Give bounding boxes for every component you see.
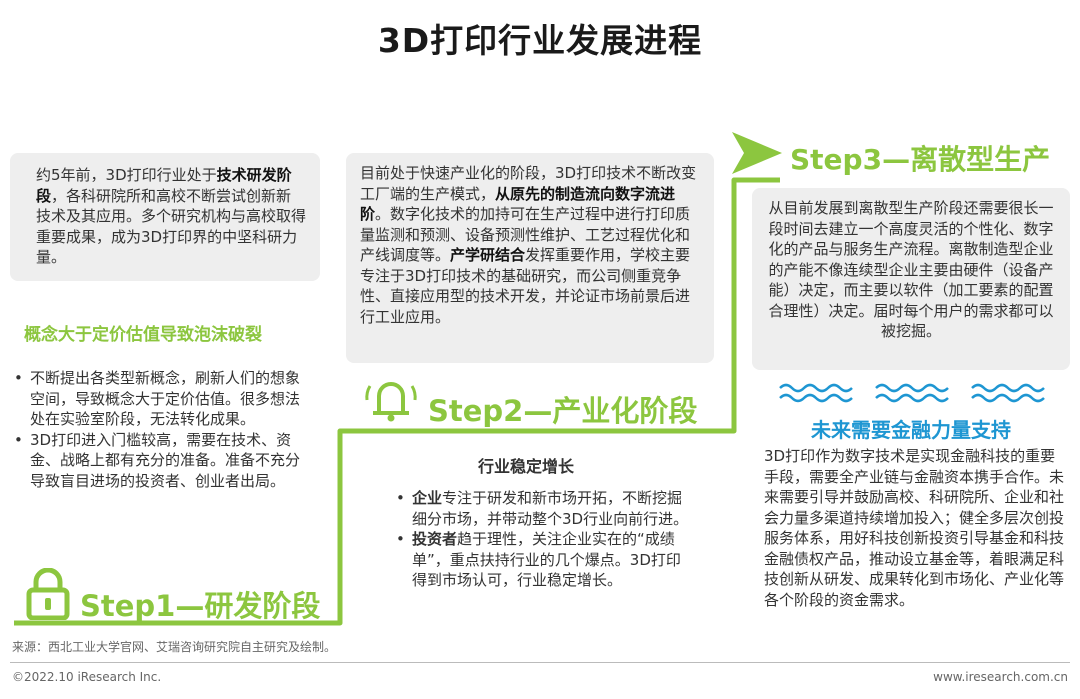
highlight-text: 产学研结合 <box>450 246 526 264</box>
step2-subhead: 行业稳定增长 <box>477 457 574 476</box>
list-item: 不断提出各类型新概念，刷新人们的想象空间，导致概念大于定价估值。很多想法处在实验… <box>10 368 310 430</box>
highlight-text: 技术研发阶段 <box>36 166 292 205</box>
highlight-text: 企业 <box>412 489 443 507</box>
step2-text: 目前处于快速产业化的阶段，3D打印技术不断改变工厂端的生产模式，从原先的制造流向… <box>360 164 696 326</box>
highlight-text: 投资者 <box>412 530 458 548</box>
step1-bullets: 不断提出各类型新概念，刷新人们的想象空间，导致概念大于定价估值。很多想法处在实验… <box>10 368 310 491</box>
highlight-text: 从原先的制造流向数字流进阶 <box>360 184 676 224</box>
step2-label: Step2—产业化阶段 <box>428 394 698 428</box>
copyright: ©2022.10 iResearch Inc. <box>12 670 162 684</box>
list-item: 投资者趋于理性，关注企业实在的“成绩单”，重点扶持行业的几个爆点。3D打印得到市… <box>392 529 692 591</box>
step1-box: 约5年前，3D打印行业处于技术研发阶段，各科研院所和高校不断尝试创新新技术及其应… <box>10 153 320 281</box>
step1-text: 约5年前，3D打印行业处于技术研发阶段，各科研院所和高校不断尝试创新新技术及其应… <box>36 166 306 266</box>
step2-box: 目前处于快速产业化的阶段，3D打印技术不断改变工厂端的生产模式，从原先的制造流向… <box>346 153 714 363</box>
step3-subhead: 未来需要金融力量支持 <box>811 418 1011 442</box>
step1-subhead: 概念大于定价估值导致泡沫破裂 <box>24 325 262 345</box>
step3-box: 从目前发展到离散型生产阶段还需要很长一段时间去建立一个高度灵活的个性化、数字化的… <box>752 188 1070 370</box>
list-item: 3D打印进入门槛较高，需要在技术、资金、战略上都有充分的准备。准备不充分导致盲目… <box>10 430 310 492</box>
body-text: ，各科研院所和高校不断尝试创新新技术及其应用。多个研究机构与高校取得重要成果，成… <box>36 186 307 267</box>
page-title: 3D打印行业发展进程 <box>377 21 703 60</box>
step3-label: Step3—离散型生产 <box>790 143 1051 176</box>
step3-text: 从目前发展到离散型生产阶段还需要很长一段时间去建立一个高度灵活的个性化、数字化的… <box>768 199 1054 340</box>
list-item: 企业专注于研发和新市场开拓，不断挖掘细分市场，并带动整个3D行业向前行进。 <box>392 488 692 529</box>
lock-icon <box>26 567 70 621</box>
arrow-icon <box>730 130 784 176</box>
step1-label: Step1—研发阶段 <box>80 589 321 623</box>
body-text: 趋于理性，关注企业实在的“成绩单”，重点扶持行业的几个爆点。3D打印得到市场认可… <box>412 530 681 589</box>
body-text: 目前处于快速产业化的阶段，3D打印技术不断改变工厂端的生产模式， <box>360 164 697 203</box>
body-text: 发挥重要作用，学校主要专注于3D打印技术的基础研究，而公司侧重竞争性、直接应用型… <box>360 246 691 326</box>
source-note: 来源：西北工业大学官网、艾瑞咨询研究院自主研究及绘制。 <box>12 640 337 654</box>
body-text: 专注于研发和新市场开拓，不断挖掘细分市场，并带动整个3D行业向前行进。 <box>412 489 689 528</box>
website-link[interactable]: www.iresearch.com.cn <box>933 670 1068 684</box>
waves-icon <box>778 380 1058 406</box>
step3-body: 3D打印作为数字技术是实现金融科技的重要手段，需要全产业链与金融资本携手合作。未… <box>764 447 1065 609</box>
body-text: 。数字化技术的加持可在生产过程中进行打印质量监测和预测、设备预测性维护、工艺过程… <box>360 205 691 264</box>
body-text: 约5年前，3D打印行业处于 <box>36 166 217 184</box>
footer-divider <box>10 662 1070 663</box>
bell-icon <box>364 374 418 424</box>
step2-bullets: 企业专注于研发和新市场开拓，不断挖掘细分市场，并带动整个3D行业向前行进。投资者… <box>392 488 692 591</box>
